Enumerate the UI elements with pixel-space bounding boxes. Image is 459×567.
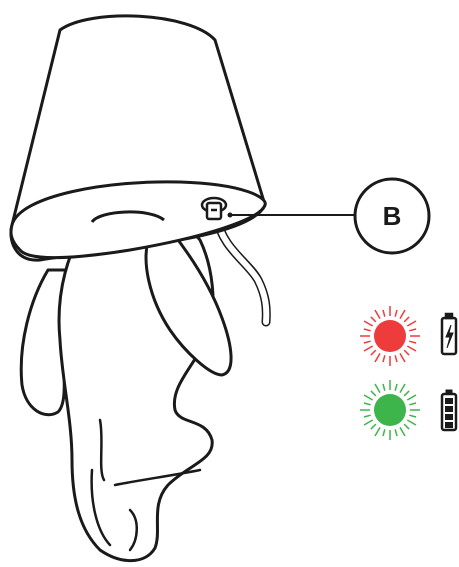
figure-body [19, 205, 233, 563]
lamp-shade [9, 14, 267, 262]
led-glow-ray [382, 309, 386, 317]
power-socket [200, 196, 228, 221]
led-glow-ray [370, 349, 377, 356]
led-glow-ray [363, 340, 371, 344]
led-glow-ray [374, 426, 381, 437]
led-glow-ray [370, 316, 377, 323]
led-glow-ray [382, 383, 386, 391]
led-dot [374, 394, 406, 426]
led-glow-ray [382, 355, 386, 363]
led-glow-ray [399, 383, 406, 394]
power-cable [212, 213, 271, 327]
led-glow-ray [409, 402, 417, 406]
figure-body-details [90, 418, 202, 552]
callout-label: B [383, 201, 402, 231]
led-glow-ray [399, 352, 406, 363]
led-glow-ray [363, 320, 374, 327]
led-glow-ray [403, 316, 410, 323]
led-glow-ray [363, 414, 371, 418]
led-glow-ray [403, 349, 410, 356]
led-glow-ray [363, 328, 371, 332]
led-glow-ray [394, 429, 398, 437]
led-glow-ray [363, 402, 371, 406]
led-glow-ray [363, 419, 374, 426]
led-glow-ray [399, 426, 406, 437]
led-glow-ray [363, 394, 374, 401]
led-glow-ray [403, 423, 410, 430]
led-glow-ray [406, 394, 417, 401]
led-glow-ray [394, 355, 398, 363]
callout-circle [353, 177, 431, 255]
led-glow-ray [363, 345, 374, 352]
led-glow-ray [394, 383, 398, 391]
led-glow-ray [370, 423, 377, 430]
led-glow-ray [382, 429, 386, 437]
neck-opening [90, 210, 165, 224]
battery-full-icon [440, 389, 458, 432]
led-glow-ray [406, 345, 417, 352]
led-glow-ray [409, 414, 417, 418]
led-glow-ray [406, 419, 417, 426]
led-glow-ray [403, 390, 410, 397]
led-dot [374, 320, 406, 352]
led-glow-ray [374, 352, 381, 363]
led-glow-ray [370, 390, 377, 397]
led-glow-ray [399, 309, 406, 320]
led-green-indicator [360, 380, 420, 440]
led-red-indicator [360, 306, 420, 366]
battery-charging-icon [440, 312, 458, 356]
led-glow-ray [406, 320, 417, 327]
led-glow-ray [409, 328, 417, 332]
callout-leader-dot [227, 212, 233, 218]
led-glow-ray [409, 340, 417, 344]
led-glow-ray [394, 309, 398, 317]
led-glow-ray [374, 309, 381, 320]
led-glow-ray [374, 383, 381, 394]
